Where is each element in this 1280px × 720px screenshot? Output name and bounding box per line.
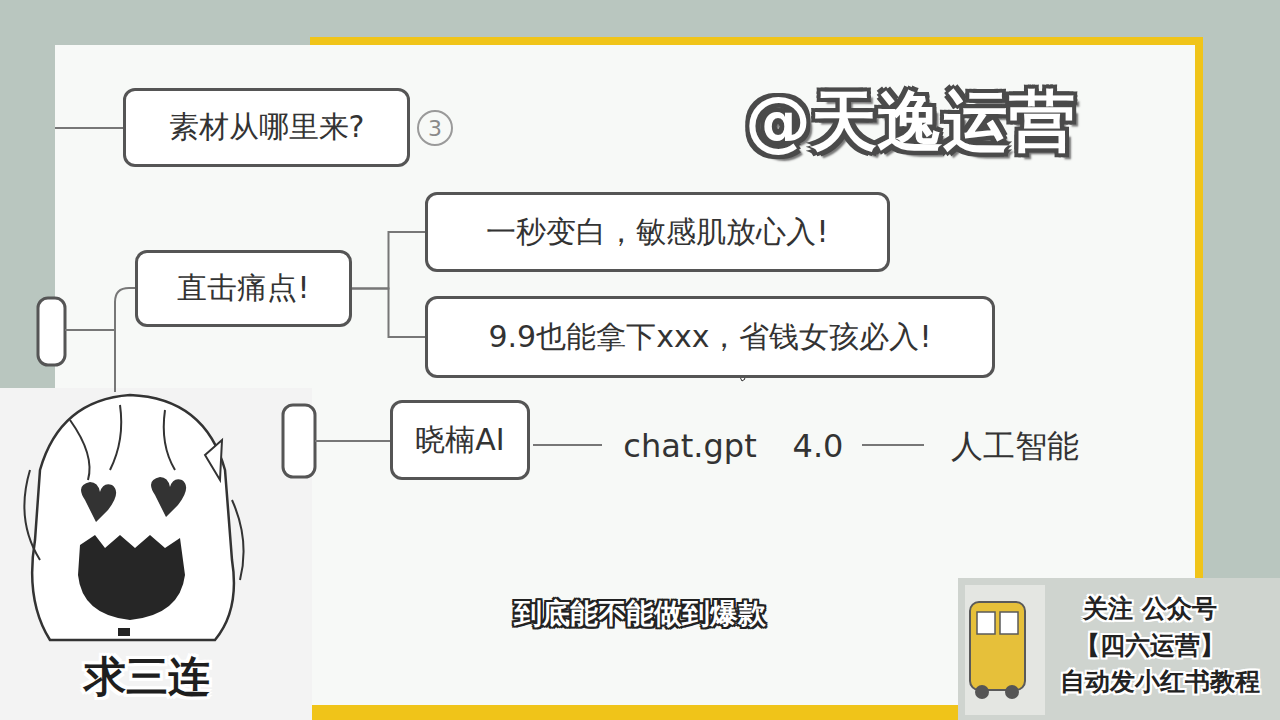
tree-line [65, 329, 115, 331]
heart-hand [81, 482, 116, 522]
watermark: @天逸运营 [745, 84, 1075, 160]
girl-hair [32, 395, 234, 640]
girl-mouth [78, 535, 185, 620]
topic-box: 晓楠AI [390, 400, 530, 480]
bus-window [1000, 612, 1018, 634]
tree-line [115, 288, 135, 392]
node-text: 晓楠AI [415, 420, 504, 461]
bus-icon [970, 602, 1025, 690]
branch-connector [352, 289, 425, 338]
heart-hand [151, 477, 186, 517]
tree-line [862, 444, 924, 446]
cut-box [283, 405, 315, 477]
cut-box [38, 298, 65, 365]
topic-text: chat.gpt [623, 428, 756, 465]
hair-strand [70, 405, 175, 480]
topic-box: 9.9也能拿下xxx，省钱女孩必入! [425, 296, 995, 378]
promo-text: 关注 公众号 [1083, 595, 1217, 624]
promo-text: 【四六运营】 [1075, 632, 1225, 661]
subtitle: 到底能不能做到爆款 [514, 598, 766, 630]
overlay-panel [0, 388, 312, 720]
sticker-text: 求三连 [84, 653, 210, 701]
cartoon-girl [24, 395, 243, 640]
topic-box: 素材从哪里来? [123, 88, 410, 167]
topic-box: 一秒变白，敏感肌放心入! [425, 192, 890, 272]
count-badge: 3 [417, 110, 453, 146]
girl-detail [118, 628, 130, 636]
bus-wheel [975, 685, 989, 699]
node-text: 9.9也能拿下xxx，省钱女孩必入! [489, 317, 932, 358]
topic-text: 人工智能 [951, 428, 1079, 465]
promo-panel [958, 578, 1280, 720]
bus-window [977, 612, 995, 634]
branch-connector [352, 232, 425, 289]
tree-line [315, 440, 390, 442]
bus-wheel [1005, 685, 1019, 699]
node-text: 一秒变白，敏感肌放心入! [486, 212, 828, 253]
tree-line [55, 127, 123, 129]
girl-horn [205, 440, 222, 480]
tree-line [533, 444, 602, 446]
topic-text: 4.0 [793, 428, 844, 465]
node-text: 素材从哪里来? [169, 107, 365, 148]
topic-box: 直击痛点! [135, 250, 352, 327]
node-text: 3 [428, 116, 442, 141]
promo-image [965, 585, 1045, 715]
node-text: 直击痛点! [177, 268, 309, 309]
promo-text: 自动发小红书教程 [1060, 668, 1260, 697]
